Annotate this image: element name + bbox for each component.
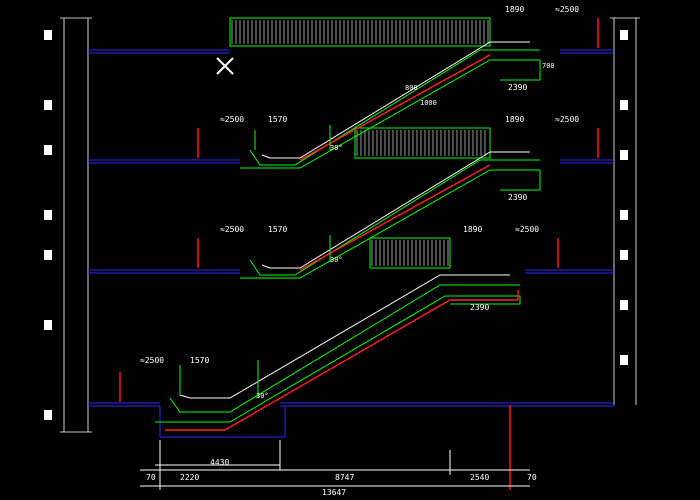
escalator-middle <box>240 151 541 279</box>
dim-angle-3: 30° <box>256 392 269 400</box>
axis-marker <box>620 30 628 40</box>
bottom-dimension-lines <box>140 440 530 490</box>
crosshair-x-icon[interactable] <box>216 57 234 75</box>
floor-slabs <box>88 49 614 438</box>
dim-top-side: ≈2500 <box>555 5 579 14</box>
axis-marker <box>44 30 52 40</box>
right-axis <box>610 17 640 405</box>
dim-landing-left-2: ≈2500 <box>220 225 244 234</box>
axis-marker <box>44 410 52 420</box>
left-axis <box>44 17 92 433</box>
axis-marker <box>620 210 628 220</box>
dim-angle: 30° <box>330 144 343 152</box>
axis-marker <box>44 100 52 110</box>
axis-marker <box>44 210 52 220</box>
axis-marker <box>620 355 628 365</box>
dim-landing-run: 1570 <box>268 115 287 124</box>
dim-landing-left-3: ≈2500 <box>140 356 164 365</box>
dim-landing-run-3: 1570 <box>190 356 209 365</box>
dim-rail2: 1000 <box>420 99 437 107</box>
railing-hatch-mid <box>354 127 491 159</box>
axis-marker <box>620 100 628 110</box>
railing-hatch-top <box>229 17 491 47</box>
axis-marker <box>44 320 52 330</box>
dim-bottom-left: 70 <box>146 473 156 482</box>
dim-lower-top-width: 1890 <box>463 225 482 234</box>
dim-lower-depth: 2390 <box>470 303 489 312</box>
dim-bottom-a: 2220 <box>180 473 199 482</box>
axis-marker <box>620 300 628 310</box>
dim-angle-2: 30° <box>330 256 343 264</box>
escalator-lower <box>155 274 521 431</box>
dim-bottom-c: 2540 <box>470 473 489 482</box>
dim-mid-top-width: 1890 <box>505 115 524 124</box>
dim-bottom-total: 13647 <box>322 488 346 497</box>
dim-landing-run-2: 1570 <box>268 225 287 234</box>
dim-upper-height: 700 <box>542 62 555 70</box>
dim-mid-top-side: ≈2500 <box>555 115 579 124</box>
red-posts <box>119 18 599 490</box>
axis-marker <box>44 145 52 155</box>
dim-rail: 800 <box>405 84 418 92</box>
dim-top-width: 1890 <box>505 5 524 14</box>
escalator-upper <box>240 41 541 169</box>
dim-bottom-b: 8747 <box>335 473 354 482</box>
dim-landing-left: ≈2500 <box>220 115 244 124</box>
axis-marker <box>620 150 628 160</box>
railing-hatch-low <box>369 237 451 269</box>
dim-bottom-depth: 2390 <box>508 83 527 92</box>
dim-bottom-right: 70 <box>527 473 537 482</box>
axis-marker <box>44 250 52 260</box>
dimension-labels: 1890 ≈2500 700 2390 ≈2500 1570 30° 800 1… <box>140 5 579 497</box>
dim-lower-top-side: ≈2500 <box>515 225 539 234</box>
dim-pit-width: 4430 <box>210 458 229 467</box>
axis-marker <box>620 250 628 260</box>
dim-mid-depth: 2390 <box>508 193 527 202</box>
